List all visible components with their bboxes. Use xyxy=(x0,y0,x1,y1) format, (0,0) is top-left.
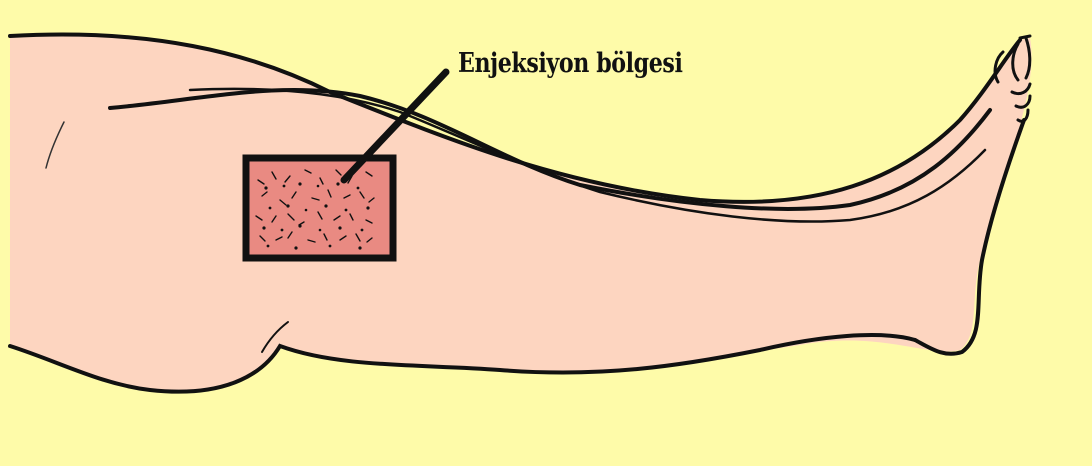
callout-label: Enjeksiyon bölgesi xyxy=(458,48,682,79)
injection-zone xyxy=(246,158,393,258)
leg-silhouette xyxy=(10,34,1032,391)
